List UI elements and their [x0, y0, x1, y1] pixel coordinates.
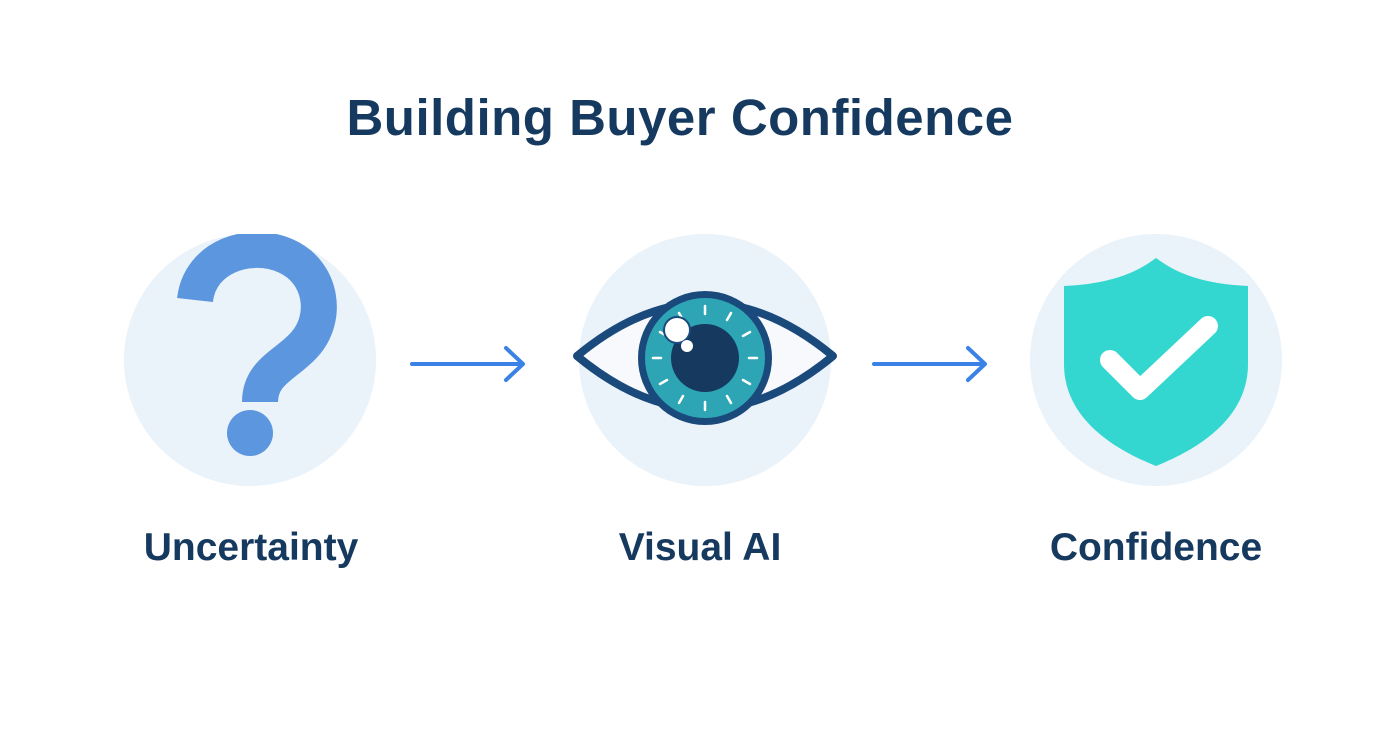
arrow-right-icon	[410, 346, 525, 382]
step-label-visual-ai: Visual AI	[618, 526, 782, 569]
step-circle-uncertainty	[124, 231, 376, 486]
shield-check-icon	[1064, 258, 1248, 466]
diagram-title: Building Buyer Confidence	[346, 89, 1014, 146]
step-circle-confidence	[1030, 234, 1282, 486]
question-mark-icon	[177, 231, 337, 456]
step-label-uncertainty: Uncertainty	[143, 526, 359, 569]
arrow-right-icon	[872, 346, 987, 382]
eye-icon	[573, 291, 837, 425]
step-label-confidence: Confidence	[1049, 526, 1263, 569]
